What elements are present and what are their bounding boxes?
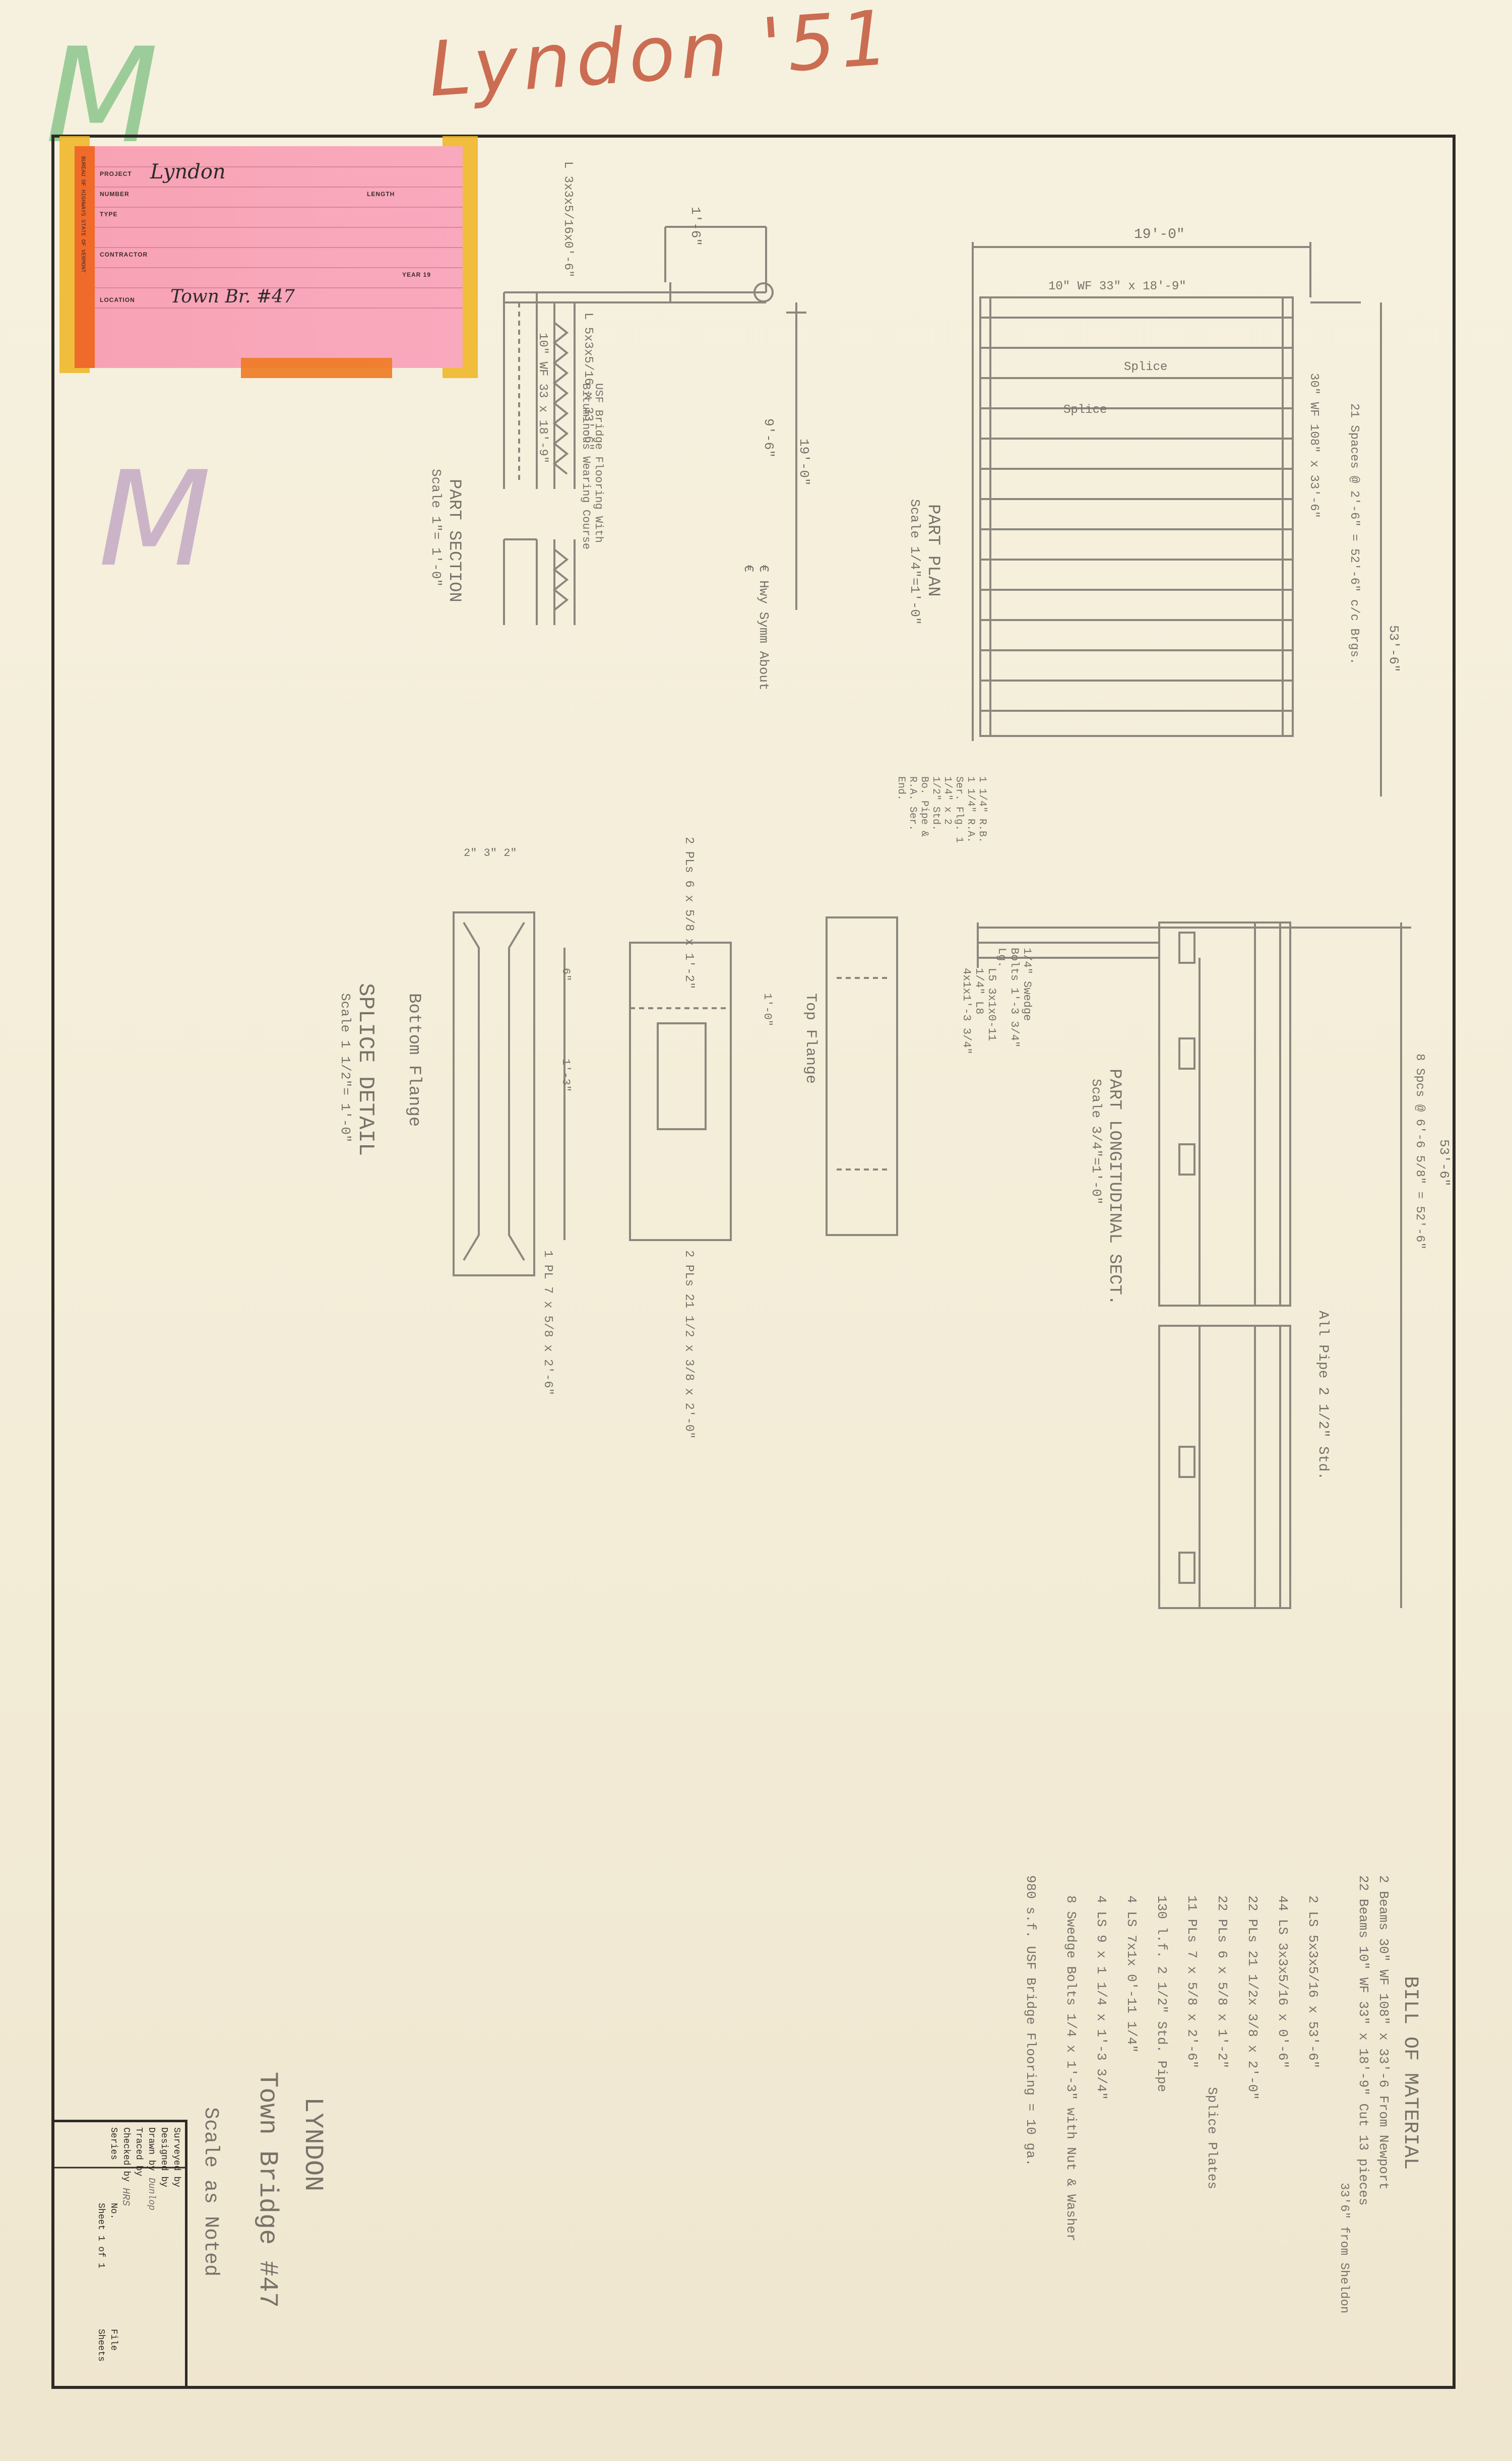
longitudinal-section-drawing bbox=[977, 921, 1411, 1609]
bom-line-9: 130 l.f. 2 1/2" Std. Pipe bbox=[1154, 1895, 1169, 2093]
part-section-flooring: USF Bridge Flooring With Bituminous Wear… bbox=[580, 383, 605, 550]
splice-dim-a: 6" bbox=[559, 968, 572, 981]
splice-detail-drawing bbox=[453, 911, 898, 1276]
part-section-scale: Scale 1"= 1'-0" bbox=[428, 469, 444, 587]
title-line-3: Scale as Noted bbox=[199, 2107, 222, 2277]
tape-bottom bbox=[241, 358, 392, 378]
title-line-2: Town Bridge #47 bbox=[253, 2072, 282, 2308]
bom-line-11: 4 LS 9 x 1 1/4 x 1'-3 3/4" bbox=[1094, 1895, 1109, 2100]
tb-drawn-value: Dunlop bbox=[146, 2178, 156, 2210]
long-notes: 1 1/4" R.B. 1 1/4" R.A. Ser. Flg. 1 1/4"… bbox=[895, 776, 988, 843]
label-card: PROJECT Lyndon NUMBER LENGTH TYPE CONTRA… bbox=[75, 146, 463, 368]
card-year-key: YEAR 19 bbox=[402, 271, 431, 278]
long-bolts: 1/4" Swedge Bolts 1'-3 3/4" Lg. bbox=[995, 948, 1033, 1048]
part-plan-spaces: 21 Spaces @ 2'-6" = 52'-6" c/c Brgs. bbox=[1347, 403, 1361, 665]
tb-sheet: Sheet 1 of 1 bbox=[96, 2203, 106, 2268]
bom-bracket-label: Splice Plates bbox=[1205, 2087, 1220, 2189]
title-line-1: LYNDON bbox=[298, 2097, 328, 2192]
part-section-dim-top: 1'-6" bbox=[688, 207, 703, 247]
long-title: PART LONGITUDINAL SECT. bbox=[1105, 1069, 1124, 1306]
part-section-title: PART SECTION bbox=[445, 479, 464, 602]
splice-top-flange: Top Flange bbox=[802, 993, 819, 1084]
tb-drawn: Drawn by bbox=[146, 2127, 156, 2171]
tb-checked: Checked by bbox=[121, 2127, 131, 2182]
tb-surveyed: Surveyed by bbox=[171, 2127, 181, 2187]
part-plan-stringer: 10" WF 33" x 18'-9" bbox=[1048, 280, 1186, 293]
card-project-key: PROJECT bbox=[100, 170, 132, 177]
bom-line-5: 44 LS 3x3x5/16 x 0'-6" bbox=[1275, 1895, 1290, 2069]
tb-checked-value: HRS bbox=[119, 2188, 131, 2206]
tb-traced: Traced by bbox=[134, 2127, 144, 2177]
part-plan-drawing bbox=[972, 242, 1382, 796]
long-length: 53'-6" bbox=[1436, 1139, 1452, 1187]
card-project-value: Lyndon bbox=[150, 160, 226, 183]
bom-line-12: 8 Swedge Bolts 1/4 x 1'-3" with Nut & Wa… bbox=[1063, 1895, 1079, 2242]
bom-line-3: 33'6" from Sheldon bbox=[1337, 2183, 1351, 2314]
part-section-beam: 10" WF 33 x 18'-9" bbox=[536, 333, 549, 464]
splice-dim-c: 1'-0" bbox=[761, 993, 774, 1027]
bom-line-6: 22 PLs 21 1/2x 3/8 x 2'-0" bbox=[1245, 1895, 1260, 2100]
long-pipe: All Pipe 2 1/2" Std. bbox=[1315, 1311, 1331, 1481]
part-section-drawing bbox=[503, 226, 806, 625]
title-block bbox=[51, 2120, 187, 2388]
tb-file: File bbox=[108, 2329, 118, 2351]
tb-designed: Designed by bbox=[159, 2127, 169, 2187]
long-spaces: 8 Spcs @ 6'-6 5/8" = 52'-6" bbox=[1413, 1054, 1426, 1250]
part-plan-splice2: Splice bbox=[1063, 403, 1107, 417]
bom-line-13: 980 s.f. USF Bridge Flooring = 10 ga. bbox=[1023, 1875, 1038, 2167]
long-angle: L5 3x1x0-11 1/4" L8 4x1x1'-3 3/4" bbox=[960, 968, 998, 1055]
purple-m-mark: M bbox=[98, 444, 212, 596]
part-plan-length: 53'-6" bbox=[1386, 625, 1401, 672]
part-plan-title: PART PLAN bbox=[923, 504, 942, 597]
part-plan-girder: 30" WF 108" x 33'-6" bbox=[1307, 373, 1320, 519]
drawing-border bbox=[51, 135, 1456, 2389]
card-location-value: Town Br. #47 bbox=[170, 286, 295, 307]
splice-plate-top: 2 PLs 6 x 5/8 x 1'-2" bbox=[682, 837, 696, 990]
part-plan-splice1: Splice bbox=[1124, 360, 1168, 374]
card-contractor-key: CONTRACTOR bbox=[100, 251, 148, 258]
tb-series: Series bbox=[108, 2127, 118, 2160]
splice-dims-top: 2" 3" 2" bbox=[464, 847, 517, 859]
tb-no: No. bbox=[108, 2203, 118, 2220]
part-section-dim-half: 9'-6" bbox=[761, 418, 776, 458]
part-plan-width: 19'-0" bbox=[1134, 227, 1185, 242]
bom-line-7: 22 PLs 6 x 5/8 x 1'-2" bbox=[1215, 1895, 1230, 2069]
card-length-key: LENGTH bbox=[367, 191, 395, 198]
splice-title: SPLICE DETAIL bbox=[353, 983, 378, 1156]
part-plan-scale: Scale 1/4"=1'-0" bbox=[907, 499, 922, 625]
splice-plate-web: 2 PLs 21 1/2 x 3/8 x 2'-0" bbox=[682, 1250, 696, 1439]
card-location-key: LOCATION bbox=[100, 296, 135, 303]
bom-line-8: 11 PLs 7 x 5/8 x 2'-6" bbox=[1184, 1895, 1200, 2069]
bom-line-1: 2 Beams 30" WF 108" x 33'-6 From Newport bbox=[1376, 1875, 1391, 2190]
splice-scale: Scale 1 1/2"= 1'-0" bbox=[338, 993, 353, 1143]
tb-sheets: Sheets bbox=[96, 2329, 106, 2362]
long-scale: Scale 3/4"=1'-0" bbox=[1089, 1079, 1104, 1205]
bom-title: BILL OF MATERIAL bbox=[1399, 1976, 1421, 2170]
part-section-note: € Hwy Symm About € bbox=[741, 565, 771, 691]
bom-line-10: 4 LS 7x1x 0'-11 1/4" bbox=[1124, 1895, 1139, 2053]
bom-line-4: 2 LS 5x3x5/16 x 53'-6" bbox=[1305, 1895, 1320, 2069]
splice-bottom-flange: Bottom Flange bbox=[404, 993, 423, 1127]
card-type-key: TYPE bbox=[100, 211, 118, 218]
part-section-angle1: L 3x3x5/16x0'-6" bbox=[561, 161, 575, 278]
splice-plate-bottom: 1 PL 7 x 5/8 x 2'-6" bbox=[541, 1250, 554, 1396]
part-section-dim-width: 19'-0" bbox=[796, 439, 811, 486]
card-number-key: NUMBER bbox=[100, 191, 130, 198]
splice-dim-b: 1'-3" bbox=[559, 1059, 572, 1092]
project-label: PROJECT Lyndon NUMBER LENGTH TYPE CONTRA… bbox=[59, 136, 478, 381]
bom-line-2: 22 Beams 10" WF 33" x 18'-9" Cut 13 piec… bbox=[1356, 1875, 1371, 2206]
